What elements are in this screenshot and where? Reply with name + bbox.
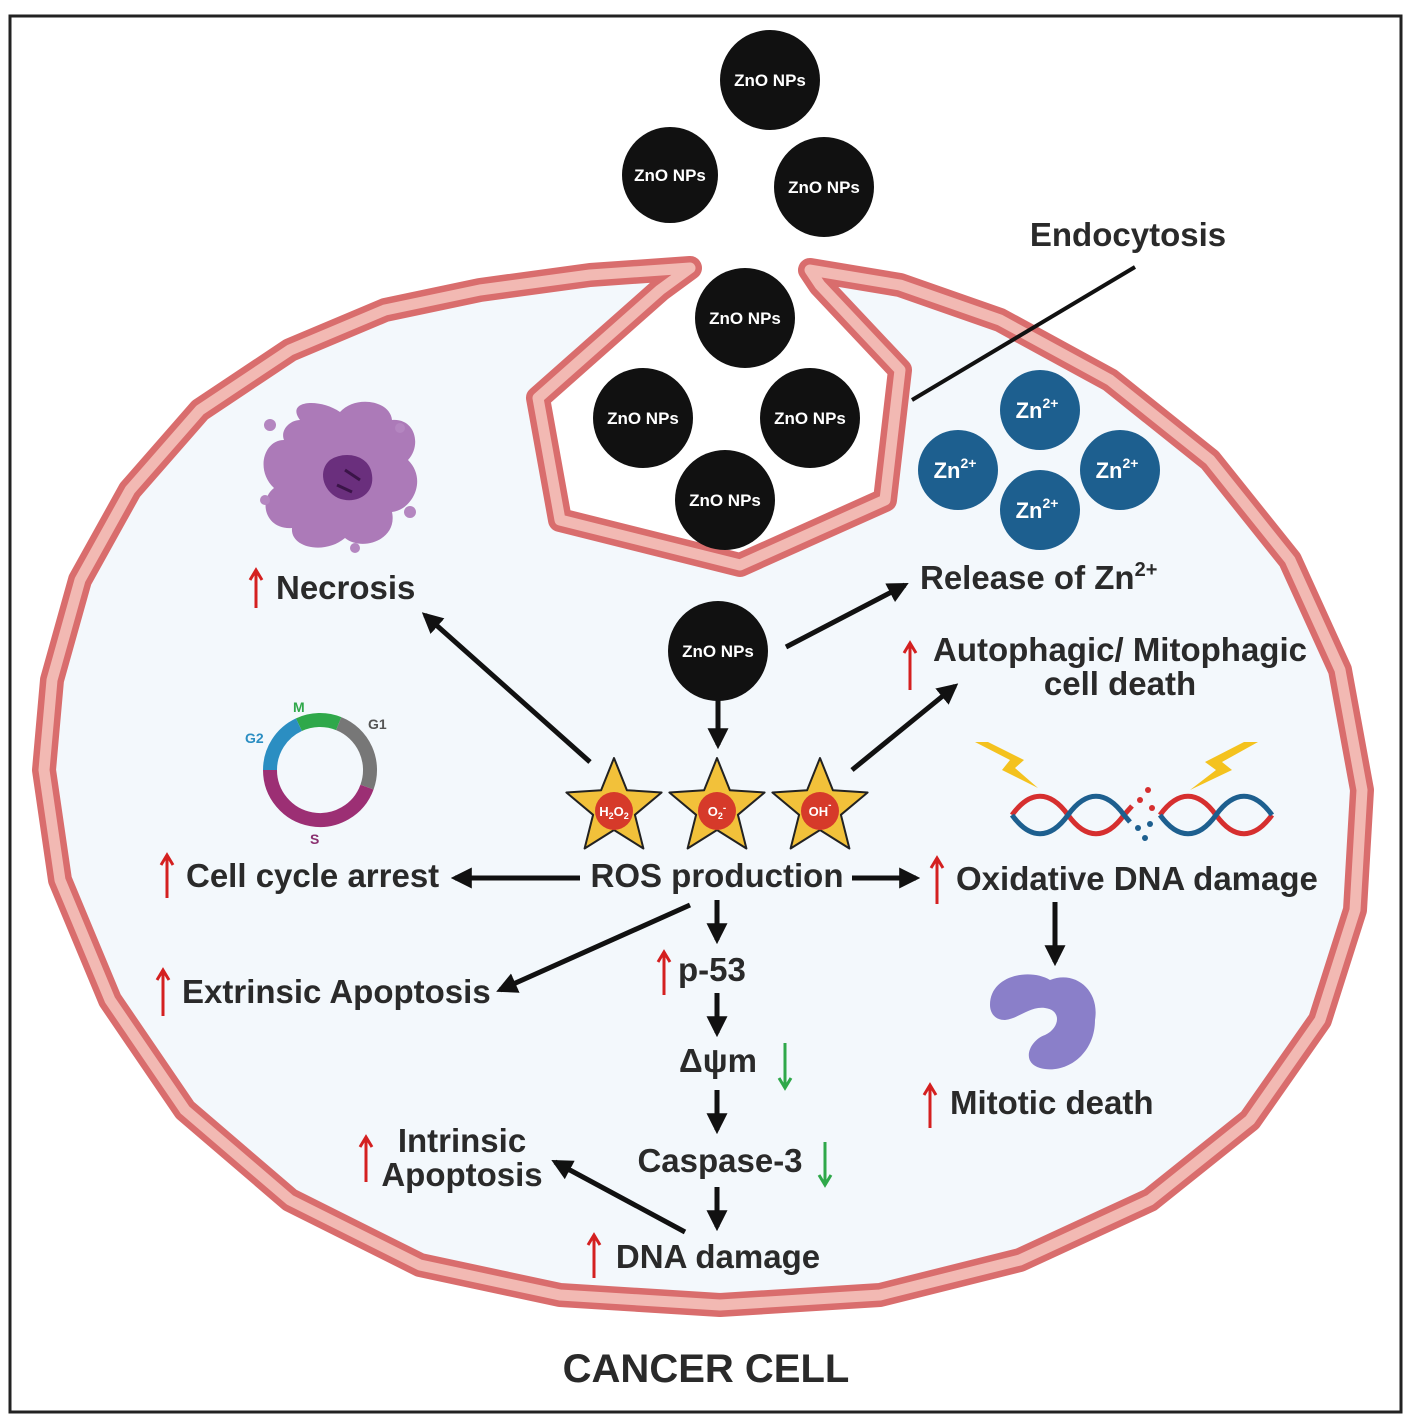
zno-nanoparticle: ZnO NPs [668,601,768,701]
endocytosis-pointer-line [910,265,1137,402]
mitotic-death-label: Mitotic death [950,1084,1154,1121]
delta-psi-m-decrease-arrow [777,1043,793,1091]
zno-nanoparticle-label: ZnO NPs [634,166,706,185]
cell-cycle-g2-label: G2 [245,730,264,746]
mitotic-cell-illustration [990,974,1096,1070]
zno-nanoparticle: ZnO NPs [675,450,775,550]
pathway-arrow [496,902,692,993]
arrow-layer [155,567,1066,1278]
zno-nanoparticle: ZnO NPs [760,368,860,468]
caspase3-decrease-arrow [817,1142,833,1188]
zinc-ion: Zn2+ [1000,470,1080,550]
cell-cycle-s-label: S [310,831,319,847]
p53-increase-arrow [656,949,672,995]
cell-cycle-m-label: M [293,699,305,715]
diagram-title: CANCER CELL [563,1347,850,1391]
ros-species-label: O2- [708,803,726,821]
caspase3-label: Caspase-3 [637,1142,802,1179]
zno-nanoparticle: ZnO NPs [720,30,820,130]
ros-production-label: ROS production [591,857,844,894]
pathway-arrow [421,612,592,764]
delta-psi-m-label: Δψm [679,1042,757,1079]
cell-cycle-arrest-increase-arrow [159,852,175,898]
zinc-ion-label: Zn2+ [1016,395,1059,423]
release-zinc-label: Release of Zn2+ [920,559,1157,596]
zno-nanoparticle-label: ZnO NPs [709,309,781,328]
zinc-ion-layer: Zn2+ Zn2+ Zn2+ Zn2+ [918,370,1160,550]
p53-label: p-53 [678,951,746,988]
zinc-ion-label: Zn2+ [934,455,977,483]
pathway-arrow [784,582,909,650]
autophagic-increase-arrow [902,640,918,690]
zno-nanoparticle-label: ZnO NPs [682,642,754,661]
mitotic-death-increase-arrow [922,1082,938,1128]
zinc-ion-label: Zn2+ [1016,495,1059,523]
zinc-ion-label: Zn2+ [1096,455,1139,483]
oxidative-dna-damage-increase-arrow [929,855,945,904]
cell-cycle-arrest-label: Cell cycle arrest [186,857,439,894]
intrinsic-apoptosis-label-line1: Intrinsic [398,1122,526,1159]
ros-species-star: OH- [771,757,869,850]
intrinsic-apoptosis-label-line2: Apoptosis [381,1156,542,1193]
zno-nanoparticle-label: ZnO NPs [607,409,679,428]
necrosis-cell-illustration [260,401,418,553]
zinc-ion: Zn2+ [1000,370,1080,450]
necrosis-increase-arrow [248,567,264,608]
zinc-ion: Zn2+ [1080,430,1160,510]
zinc-ion: Zn2+ [918,430,998,510]
zno-nanoparticle: ZnO NPs [622,127,718,223]
zno-nanoparticle-label: ZnO NPs [734,71,806,90]
cell-cycle-g1-label: G1 [368,716,387,732]
intrinsic-apoptosis-increase-arrow [358,1134,374,1182]
extrinsic-apoptosis-increase-arrow [155,967,171,1016]
dna-damage-increase-arrow [586,1232,602,1278]
ros-species-layer: H2O2 O2- OH- [565,757,869,850]
pathway-arrow [850,683,959,772]
pathway-arrow [551,1159,687,1235]
endocytosis-label: Endocytosis [1030,216,1226,253]
ros-species-star: O2- [668,757,766,850]
zno-nanoparticle-label: ZnO NPs [774,409,846,428]
dna-helix-illustration [975,742,1275,841]
necrosis-label: Necrosis [276,569,415,606]
dna-damage-label: DNA damage [616,1238,820,1275]
ros-species-star: H2O2 [565,757,663,850]
ros-species-label: H2O2 [599,804,629,821]
autophagic-label-line1: Autophagic/ Mitophagic [933,631,1307,668]
zno-nanoparticle: ZnO NPs [774,137,874,237]
ros-species-label: OH- [809,800,832,819]
oxidative-dna-damage-label: Oxidative DNA damage [956,860,1318,897]
extrinsic-apoptosis-label: Extrinsic Apoptosis [182,973,491,1010]
zno-nanoparticle-label: ZnO NPs [689,491,761,510]
zno-nanoparticle: ZnO NPs [695,268,795,368]
autophagic-label-line2: cell death [1044,665,1196,702]
zno-nanoparticle: ZnO NPs [593,368,693,468]
cell-cycle-diagram: M G1 S G2 [245,699,387,847]
zno-nanoparticle-label: ZnO NPs [788,178,860,197]
